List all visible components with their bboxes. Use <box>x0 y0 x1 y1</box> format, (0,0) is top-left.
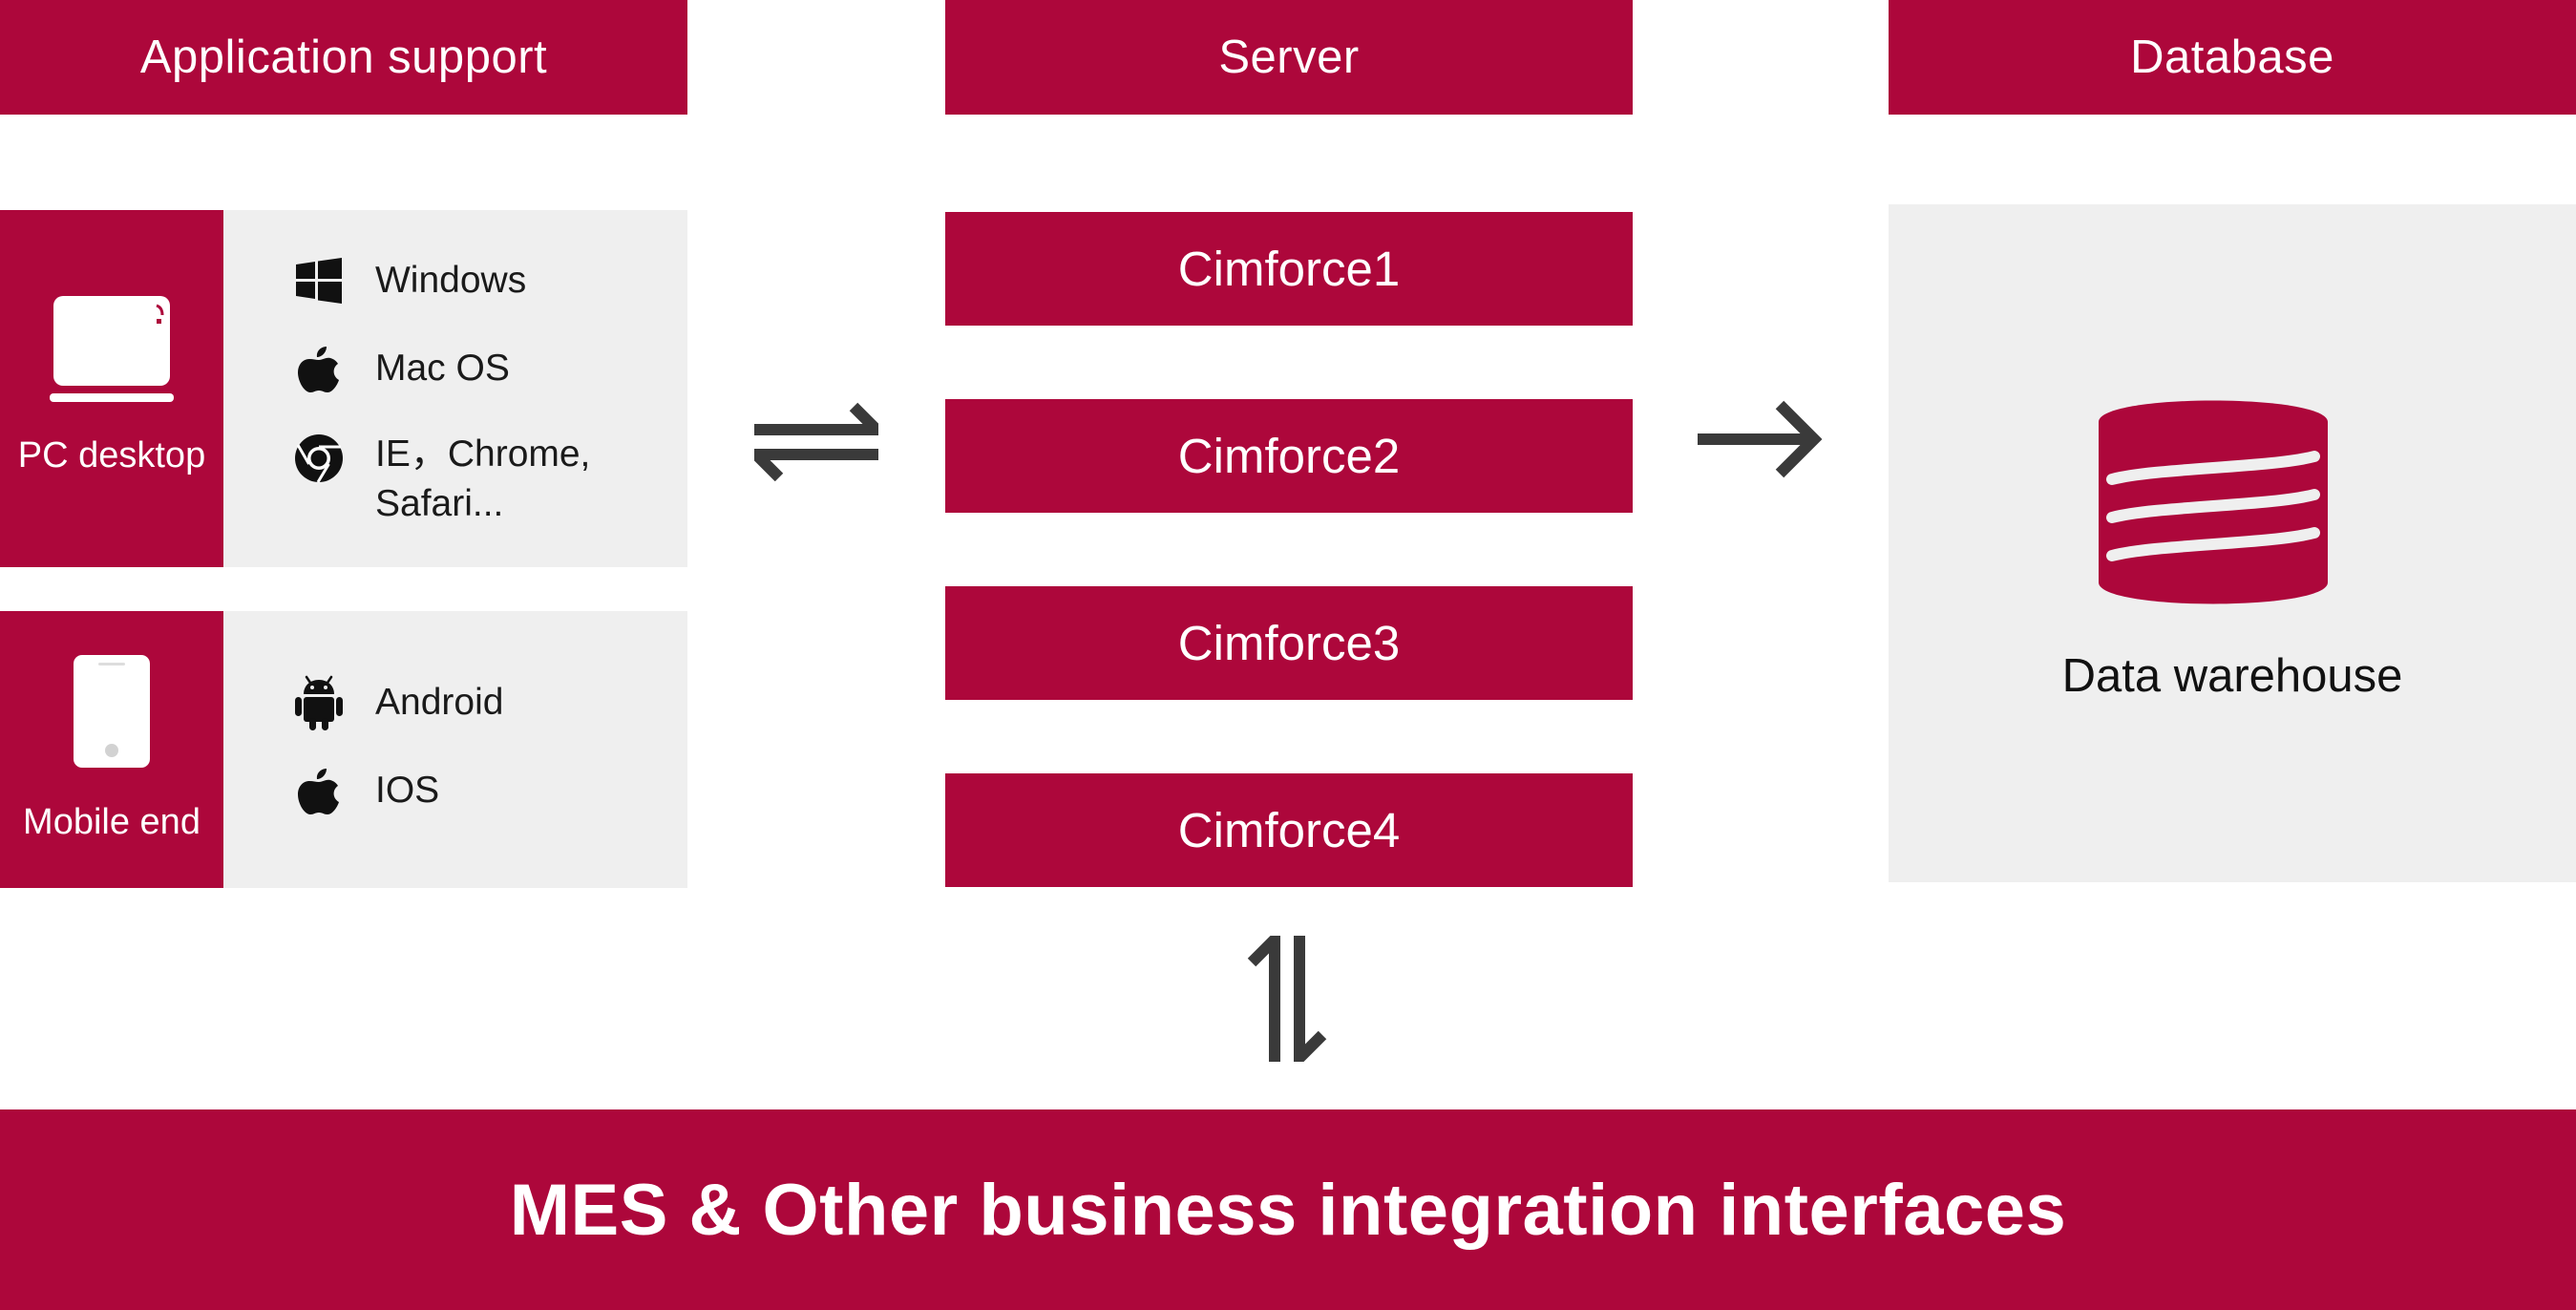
integration-interfaces-bar: MES & Other business integration interfa… <box>0 1109 2576 1310</box>
server-box-4-label: Cimforce4 <box>1177 803 1401 857</box>
integration-interfaces-label: MES & Other business integration interfa… <box>509 1169 2067 1251</box>
android-icon <box>295 675 343 730</box>
server-box-1-label: Cimforce1 <box>1177 242 1401 296</box>
platform-android-label: Android <box>375 682 504 723</box>
platform-android: Android <box>294 675 504 731</box>
platform-macos: Mac OS <box>294 344 510 393</box>
vertical-bidirectional-arrows-icon <box>1247 936 1327 1062</box>
mobile-end-tile: Mobile end <box>0 611 223 888</box>
database-icon <box>2099 400 2328 604</box>
header-application-support: Application support <box>0 0 687 115</box>
bidirectional-arrows-icon <box>754 402 878 481</box>
header-database: Database <box>1889 0 2576 115</box>
server-box-3: Cimforce3 <box>945 586 1633 700</box>
right-arrow-icon <box>1698 400 1823 478</box>
apple-icon <box>298 347 339 392</box>
header-server: Server <box>945 0 1633 115</box>
platform-ios: IOS <box>294 766 439 815</box>
server-box-2: Cimforce2 <box>945 399 1633 513</box>
apple-icon <box>298 769 339 814</box>
chrome-icon <box>295 434 343 483</box>
mobile-platforms-panel: Android IOS <box>223 611 687 888</box>
header-database-label: Database <box>2130 32 2334 83</box>
pc-platforms-panel: Windows Mac OS IE，Chrome, Safari... <box>223 210 687 567</box>
platform-browsers-line1: IE，Chrome, <box>375 433 591 475</box>
header-application-support-label: Application support <box>139 32 548 83</box>
phone-icon <box>74 655 150 768</box>
laptop-icon <box>50 296 174 402</box>
server-box-1: Cimforce1 <box>945 212 1633 326</box>
data-warehouse-label: Data warehouse <box>2061 650 2403 702</box>
pc-desktop-tile: PC desktop <box>0 210 223 567</box>
server-box-4: Cimforce4 <box>945 773 1633 887</box>
mobile-end-label: Mobile end <box>23 802 201 842</box>
platform-ios-label: IOS <box>375 770 440 811</box>
platform-windows-label: Windows <box>375 260 527 301</box>
server-box-2-label: Cimforce2 <box>1177 429 1401 483</box>
platform-browsers-line2: Safari... <box>375 483 504 524</box>
header-server-label: Server <box>1218 32 1360 83</box>
server-box-3-label: Cimforce3 <box>1177 616 1401 670</box>
platform-windows: Windows <box>294 256 526 306</box>
pc-desktop-label: PC desktop <box>17 435 206 475</box>
platform-macos-label: Mac OS <box>375 348 510 389</box>
data-warehouse-panel: Data warehouse <box>1889 204 2576 882</box>
windows-icon <box>296 258 342 304</box>
platform-browsers: IE，Chrome, Safari... <box>294 430 590 529</box>
platform-browsers-label: IE，Chrome, Safari... <box>375 430 590 529</box>
